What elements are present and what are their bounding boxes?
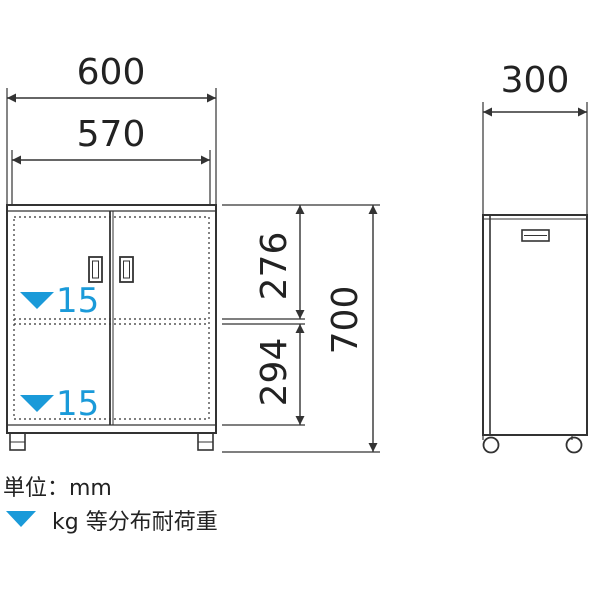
unit-label: 単位：mm [3, 476, 112, 501]
door-handle-left [88, 256, 103, 283]
load-legend-text: kg 等分布耐荷重 [52, 510, 218, 535]
load-legend-icon [6, 511, 36, 527]
dim-label-300: 300 [501, 60, 570, 101]
load-value-upper: 15 [56, 281, 99, 321]
load-triangle-icon [20, 395, 54, 412]
door-handle-right-inner [123, 260, 130, 279]
side-view [482, 102, 588, 454]
dim-label-700: 700 [325, 286, 366, 355]
caster-wheel-right [565, 436, 583, 454]
dim-label-294: 294 [254, 338, 295, 407]
dim-label-570: 570 [77, 114, 146, 155]
cabinet-body [6, 204, 217, 434]
side-body [482, 214, 588, 436]
dim-label-600: 600 [77, 52, 146, 93]
dim-label-276: 276 [254, 232, 295, 301]
front-view [6, 88, 217, 451]
load-value-lower: 15 [56, 384, 99, 424]
caster-wheel-left [482, 436, 500, 454]
load-triangle-icon [20, 292, 54, 309]
door-handle-right [119, 256, 134, 283]
door-handle-left-inner [92, 260, 99, 279]
interior-outline [13, 216, 210, 420]
side-handle [521, 229, 550, 242]
